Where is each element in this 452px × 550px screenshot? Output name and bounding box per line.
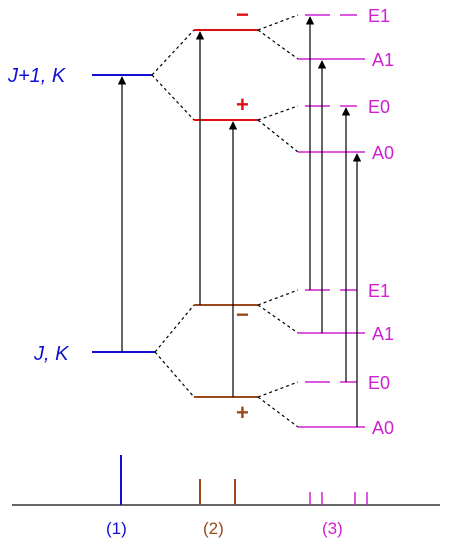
axis-label-3: (3) [322,519,343,538]
spectrum: (1) (2) (3) [12,455,440,538]
lower-plus-sign: + [236,400,249,425]
column-3-labels: E1 A1 E0 A0 E1 A1 E0 A0 [368,6,394,438]
upper-level-label: J+1, K [7,65,67,87]
upper-a1-label: A1 [372,50,394,70]
column-3-levels [298,14,365,428]
upper-e1-label: E1 [368,6,390,26]
lower-minus-sign: − [236,302,249,327]
upper-minus-sign: − [236,2,249,27]
lower-e1-label: E1 [368,281,390,301]
dashed-connectors-2-3 [257,14,299,428]
upper-plus-sign: + [236,92,249,117]
column-2-levels: − + − + [194,2,258,425]
column-3-arrows [305,16,362,427]
dashed-connectors-1-2 [151,29,195,398]
upper-e0-label: E0 [368,97,390,117]
lower-e0-label: E0 [368,373,390,393]
upper-a0-label: A0 [372,143,394,163]
lower-a0-label: A0 [372,418,394,438]
axis-label-2: (2) [203,519,224,538]
column-1-levels: J+1, K J, K [7,65,155,365]
lower-a1-label: A1 [372,324,394,344]
axis-label-1: (1) [106,519,127,538]
lower-level-label: J, K [33,343,70,365]
